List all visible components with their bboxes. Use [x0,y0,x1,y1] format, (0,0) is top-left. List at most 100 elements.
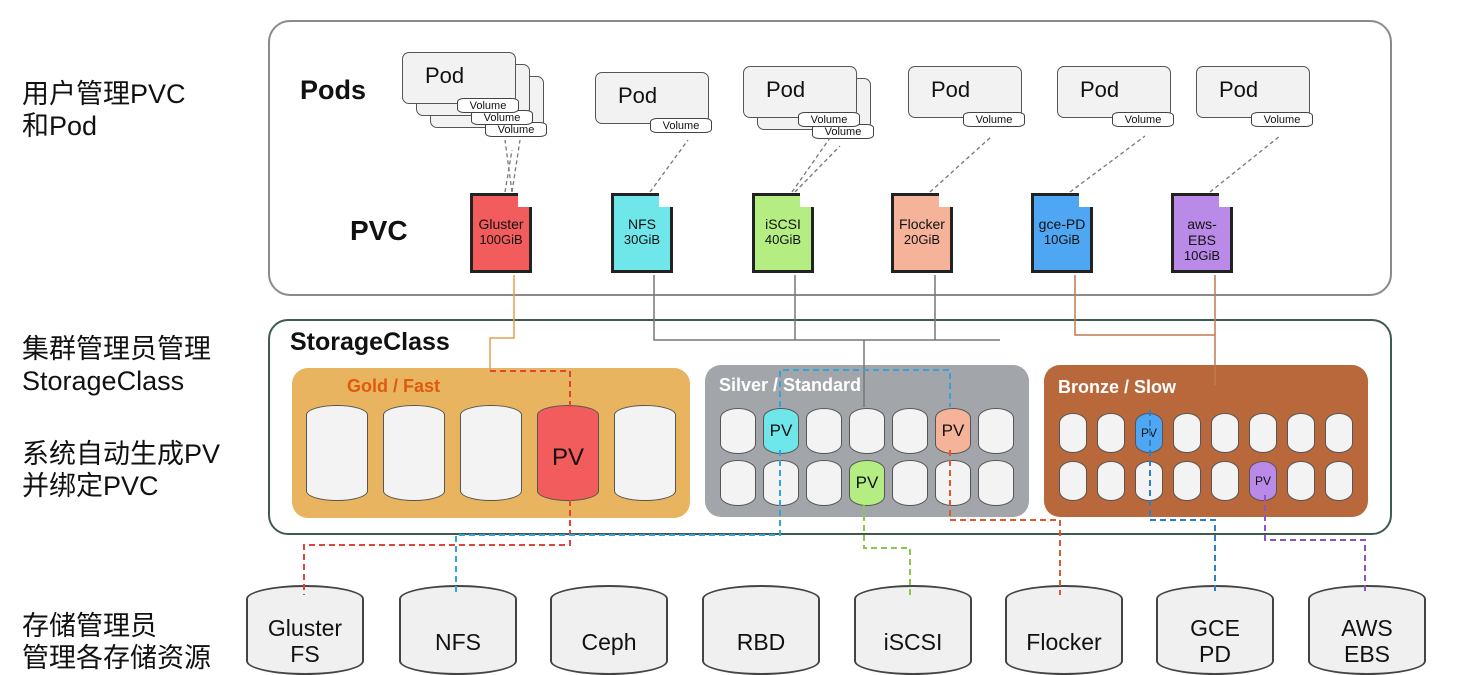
class-title: Gold / Fast [347,376,441,396]
pvc-name: NFS [628,216,656,232]
empty-volume [1211,461,1239,501]
volume-icon: Volume [1112,112,1174,127]
pv-volume: PV [763,408,799,454]
empty-volume [1249,413,1277,453]
pod-label: Pod [618,83,658,108]
doc-corner [800,193,814,207]
backend-label: NFS [401,629,515,655]
empty-volume [383,405,445,501]
volume-icon: Volume [963,112,1025,127]
doc-corner [1219,193,1233,207]
empty-volume [614,405,676,501]
volume-icon: Volume [1251,112,1313,127]
pvc-size: 40GiB [764,232,802,247]
backend-label-line: NFS [435,629,481,655]
label-line: 存储管理员 [22,611,157,641]
empty-volume [1173,461,1201,501]
label-line: StorageClass [22,366,185,396]
empty-volume [1287,413,1315,453]
empty-volume [978,408,1014,454]
backend-label: iSCSI [856,629,970,655]
class-title: Silver / Standard [719,375,862,395]
empty-volume [1097,413,1125,453]
pv-label: PV [855,473,879,492]
backend-label-line: RBD [736,629,786,655]
volume-icon: Volume [798,112,860,127]
empty-volume [720,408,756,454]
empty-volume [1211,413,1239,453]
backend-label-line: GCE [1190,615,1240,641]
backend-label-line: Gluster [267,615,343,641]
empty-volume [892,408,928,454]
pod-card: Pod [595,72,709,124]
pod-label: Pod [1219,77,1259,102]
label-line: 集群管理员管理 [22,334,211,364]
doc-corner [659,193,673,207]
pod-label: Pod [766,77,806,102]
connection-lines [303,135,1366,595]
pvc-size: 20GiB [903,232,941,247]
pod-label: Pod [931,77,971,102]
doc-corner [939,193,953,207]
empty-volume [1173,413,1201,453]
pvc-heading: PVC [350,215,408,246]
volume-icon: Volume [650,118,712,133]
label-admin-manages: 集群管理员管理 StorageClass [22,333,211,397]
pv-volume: PV [849,460,885,506]
pv-label: PV [1140,426,1157,440]
doc-corner [518,193,532,207]
pv-volume: PV [1249,461,1277,501]
pod-card: Pod [402,52,516,104]
empty-volume [978,460,1014,506]
pv-label: PV [1254,474,1271,488]
label-line: 和Pod [22,111,98,141]
backend-label: Ceph [552,629,666,655]
empty-volume [1325,413,1353,453]
backend-label: RBD [704,629,818,655]
backend-label: Flocker [1007,629,1121,655]
empty-volume [1059,461,1087,501]
backend-label-line: Flocker [1026,629,1102,655]
volume-pvc-links [504,135,1281,193]
pvc-name: aws-EBS [1187,216,1217,248]
empty-volume [806,460,842,506]
backend-label-line: iSCSI [883,629,943,655]
empty-volume [849,408,885,454]
pvc-size: 10GiB [1183,248,1221,263]
empty-volume [1059,413,1087,453]
pvc-size: 30GiB [623,232,661,247]
volume-icon: Volume [457,98,519,113]
pv-label: PV [769,421,793,440]
pod-label: Pod [1080,77,1120,102]
empty-volume [460,405,522,501]
label-line: 用户管理PVC [22,79,186,109]
empty-volume [720,460,756,506]
empty-volume [1097,461,1125,501]
pvc-name: Flocker [899,216,945,232]
class-title: Bronze / Slow [1058,377,1177,397]
backend-label-line: Ceph [581,629,637,655]
empty-volume [806,408,842,454]
pvc-name: iSCSI [765,216,801,232]
pod-label: Pod [425,63,465,88]
pvc-name: gce-PD [1038,216,1086,232]
pv-label: PV [551,444,584,471]
empty-volume [1287,461,1315,501]
pv-label: PV [941,421,965,440]
label-user-manages: 用户管理PVC 和Pod [22,78,186,142]
backend-label-line: AWS [1341,615,1393,641]
pod-card: Pod [1057,66,1171,118]
empty-volume [935,460,971,506]
pod-card: Pod [743,66,857,118]
pvc-name: Gluster [478,216,524,232]
pv-volume: PV [537,405,599,501]
pods-heading: Pods [300,75,367,105]
empty-volume [892,460,928,506]
label-line: 系统自动生成PV [22,439,221,469]
empty-volume [1325,461,1353,501]
